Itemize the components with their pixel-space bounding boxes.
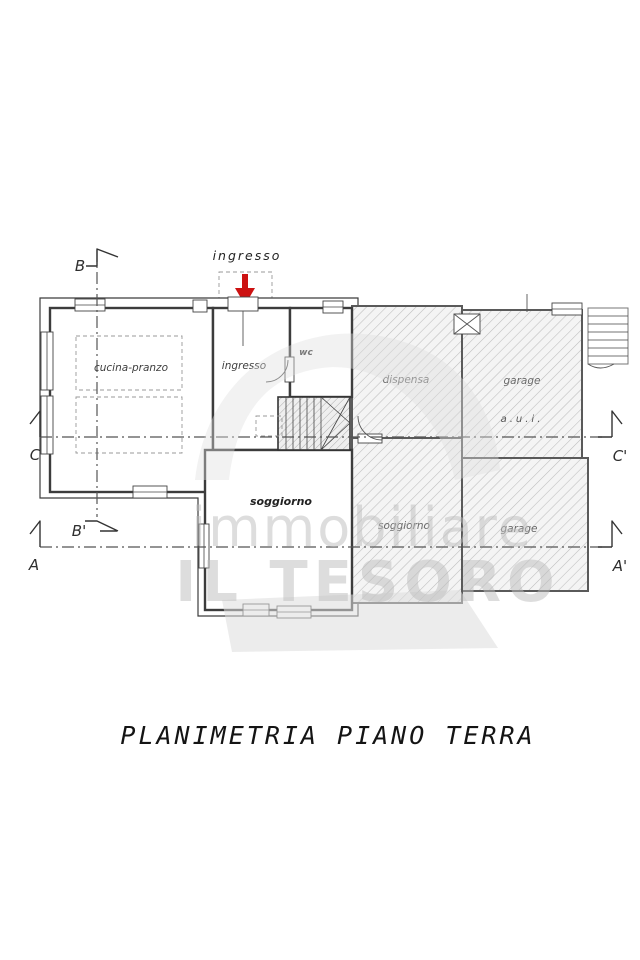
window [40,331,54,391]
stair-landing-dashed [255,415,283,437]
kitchen-furniture-dashed [75,396,183,454]
entrance-label: ingresso [213,248,282,263]
window [551,302,583,316]
section-marker-b: B [75,248,119,275]
room-soggiorno-main [203,448,354,612]
room-cucina-pranzo [48,306,215,494]
section-marker-a: A [28,520,41,574]
section-marker-b-prime: B' [72,520,119,540]
room-garage-top [461,309,583,459]
watermark-line1: immobiliare [191,496,533,559]
marker-c-prime-label: C' [613,447,628,465]
marker-a-label: A [28,556,39,574]
label-cucina-pranzo: cucina-pranzo [94,362,168,374]
label-garage-bottom: garage [501,523,538,535]
label-soggiorno-main: soggiorno [250,495,312,508]
agency-watermark: immobiliare IL TESORO [175,333,560,652]
external-stairs [587,307,629,369]
entrance-door [227,296,259,346]
dispensa-door [357,415,383,444]
wc-door [265,356,295,383]
marker-c-label: C [30,446,41,464]
internal-stairs [277,396,351,451]
window [198,523,210,569]
label-soggiorno-right: soggiorno [378,520,430,532]
label-garage-top: garage [504,375,541,387]
marker-a-prime-label: A' [612,557,627,575]
window [192,299,208,313]
label-wc: wc [299,348,313,358]
section-marker-c-prime: C' [598,410,628,465]
window [322,300,344,314]
section-marker-c: C [29,410,41,464]
red-entrance-arrow-icon [235,274,255,305]
watermark-line2: IL TESORO [175,550,560,615]
window [40,395,54,455]
watermark-house-icon [195,333,500,480]
label-ingresso: ingresso [222,360,266,372]
section-marker-a-prime: A' [598,520,627,575]
label-dispensa: dispensa [383,374,430,386]
entrance-annotation: ingresso [213,248,282,305]
window [74,298,106,312]
window [132,485,168,499]
room-garage-bottom [461,457,589,592]
kitchen-furniture-dashed [75,335,183,391]
marker-b-prime-label: B' [72,522,86,540]
shaft-icon [453,313,481,335]
label-aui: a.u.i. [501,414,544,425]
marker-b-label: B [75,257,85,275]
watermark-base-shape [222,590,498,652]
page-title: PLANIMETRIA PIANO TERRA [120,721,535,750]
